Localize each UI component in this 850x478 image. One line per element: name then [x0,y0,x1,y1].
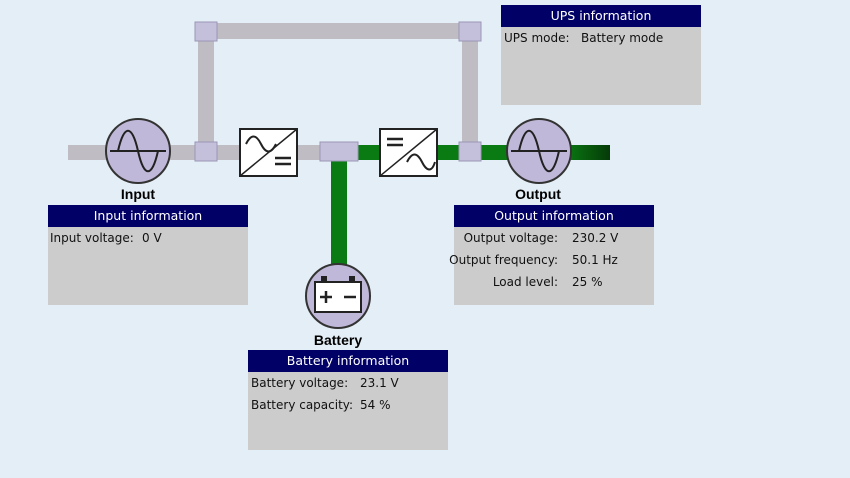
input-voltage-row: Input voltage: 0 V [48,227,248,249]
bypass-junction-top-left [194,21,218,42]
load-level-label: Load level: [492,275,558,289]
load-level-value: 25 % [572,275,603,289]
bypass-left-vertical-line [198,30,214,154]
input-junction [194,141,218,162]
battery-capacity-label: Battery capacity: [251,398,354,412]
input-voltage-label: Input voltage: [50,231,134,245]
bypass-top-line [205,23,471,39]
battery-voltage-row: Battery voltage: 23.1 V [248,372,448,394]
dc-bus-junction [319,141,359,162]
ups-mode-value: Battery mode [581,31,664,45]
ups-mode-label: UPS mode: [504,31,570,45]
ups-mode-row: UPS mode: Battery mode [501,27,701,49]
dc-to-ac-converter-icon [379,128,438,177]
output-voltage-label: Output voltage: [463,231,558,245]
output-line-b [565,145,610,160]
battery-icon [305,263,371,329]
output-frequency-label: Output frequency: [449,253,558,267]
output-info-panel: Output information Output voltage: 230.2… [449,205,654,305]
ups-info-panel: UPS information UPS mode: Battery mode [501,5,701,105]
output-frequency-value: 50.1 Hz [572,253,618,267]
output-junction [458,141,482,162]
output-voltage-row: Output voltage: 230.2 V [454,227,654,249]
output-voltage-value: 230.2 V [572,231,619,245]
input-voltage-value: 0 V [142,231,162,245]
input-info-panel: Input information Input voltage: 0 V [48,205,248,305]
battery-node-label: Battery [313,332,363,348]
input-ac-sine-icon [105,118,171,184]
battery-info-title: Battery information [248,350,448,372]
bypass-right-vertical-line [462,30,478,154]
battery-capacity-value: 54 % [360,398,391,412]
battery-line [331,158,347,266]
input-info-title: Input information [48,205,248,227]
battery-voltage-value: 23.1 V [360,376,399,390]
output-ac-sine-icon [506,118,572,184]
load-level-row: Load level: 25 % [454,271,654,293]
output-frequency-row: Output frequency: 50.1 Hz [449,249,654,271]
ac-to-dc-converter-icon [239,128,298,177]
output-node-label: Output [515,186,561,202]
battery-capacity-row: Battery capacity: 54 % [248,394,448,416]
battery-voltage-label: Battery voltage: [251,376,349,390]
bypass-junction-top-right [458,21,482,42]
output-info-title: Output information [454,205,654,227]
ups-info-title: UPS information [501,5,701,27]
input-node-label: Input [120,186,156,202]
battery-info-panel: Battery information Battery voltage: 23.… [248,350,448,450]
